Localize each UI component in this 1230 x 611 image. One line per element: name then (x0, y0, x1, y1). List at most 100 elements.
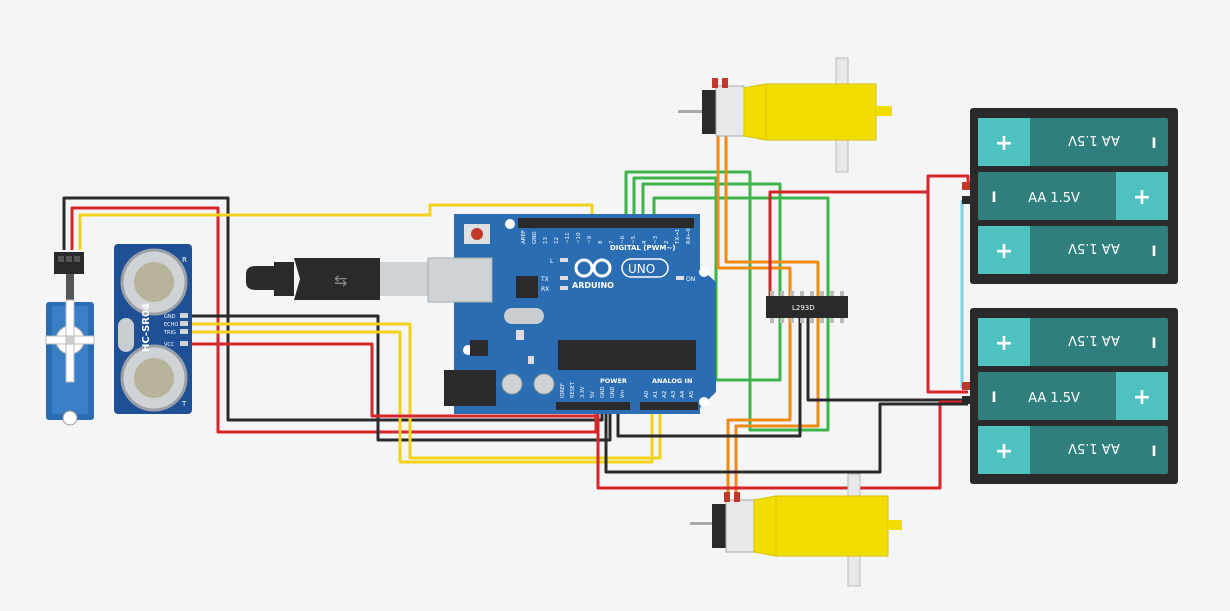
driver-pin[interactable] (790, 291, 794, 296)
digital-pin-label: RX←0 (686, 228, 692, 244)
dc-motor-top[interactable] (678, 57, 892, 173)
us-pin-trig: TRIG (163, 330, 176, 336)
wire-servo-yellow[interactable] (78, 203, 594, 250)
battery-terminal[interactable] (962, 396, 970, 404)
wire-bat-black[interactable] (806, 318, 968, 402)
wire-servo-black[interactable] (62, 196, 604, 422)
us-mark-r: R (182, 256, 187, 264)
driver-pin[interactable] (810, 291, 814, 296)
arduino-brand: ARDUINO (572, 281, 614, 290)
driver-pin[interactable] (800, 291, 804, 296)
driver-pin[interactable] (840, 318, 844, 323)
led-tx: TX (540, 276, 549, 283)
digital-pin-label: GND (532, 231, 538, 244)
driver-pin[interactable] (810, 318, 814, 323)
battery-terminal[interactable] (962, 182, 970, 190)
wire-green-1[interactable] (624, 170, 830, 432)
driver-pin[interactable] (770, 291, 774, 296)
wire-motor2-b[interactable] (734, 318, 820, 498)
driver-pin[interactable] (820, 318, 824, 323)
power-pin-label: GND (600, 386, 606, 398)
battery-terminal[interactable] (962, 196, 970, 204)
driver-pin[interactable] (780, 291, 784, 296)
us-pin-echo: ECHO (164, 322, 178, 328)
battery-label: AA 1.5V (1028, 191, 1080, 206)
analog-label: ANALOG IN (652, 377, 692, 385)
analog-pin-label: A0 (644, 390, 650, 398)
wire-us-gnd[interactable] (192, 314, 612, 442)
battery-label: AA 1.5V (1068, 440, 1120, 455)
digital-header[interactable] (518, 218, 694, 228)
driver-pin[interactable] (830, 291, 834, 296)
servo-motor[interactable] (45, 252, 95, 426)
driver-chip (766, 296, 848, 318)
digital-pin-label: 13 (543, 237, 549, 244)
arduino-model: UNO (628, 262, 655, 276)
power-pin-label: Vin (620, 390, 626, 398)
wire-motor2-a[interactable] (726, 318, 792, 498)
battery-label: AA 1.5V (1068, 132, 1120, 147)
power-jack[interactable] (444, 370, 496, 406)
servo-connector[interactable] (54, 252, 84, 274)
driver-pin[interactable] (780, 318, 784, 323)
wire-green-4[interactable] (652, 196, 830, 300)
wire-us-trig[interactable] (192, 330, 654, 464)
usb-icon: ⇆ (334, 271, 347, 290)
usb-port[interactable] (427, 257, 493, 303)
analog-header[interactable] (640, 402, 698, 410)
battery-minus: I (1151, 444, 1156, 460)
battery-label: AA 1.5V (1028, 391, 1080, 406)
digital-pin-label: ~10 (576, 232, 582, 244)
digital-pin-label: ~9 (587, 235, 593, 244)
reset-button[interactable] (471, 228, 483, 240)
l293d-driver[interactable]: L293D (766, 291, 848, 323)
wire-green-2[interactable] (632, 176, 782, 382)
driver-pin[interactable] (790, 318, 794, 323)
wire-servo-red[interactable] (70, 206, 598, 434)
battery-minus: I (1151, 336, 1156, 352)
wire-driver-vin[interactable] (768, 174, 970, 300)
power-header[interactable] (556, 402, 630, 410)
wires (62, 135, 970, 498)
digital-pin-label: TX→1 (675, 229, 681, 245)
driver-pin[interactable] (820, 291, 824, 296)
driver-pin[interactable] (800, 318, 804, 323)
dc-motor-bottom[interactable] (690, 473, 902, 587)
wire-us-echo[interactable] (192, 322, 662, 460)
us-pin-vcc: VCC (164, 342, 175, 348)
driver-pin[interactable] (770, 318, 774, 323)
wire-motor1-a[interactable] (716, 135, 792, 300)
wire-bat2-black[interactable] (604, 402, 968, 474)
us-pin-gnd: GND (164, 314, 176, 320)
wire-bat2-red[interactable] (596, 400, 968, 490)
power-pin-label: 3.3V (580, 386, 586, 398)
usb-cable[interactable]: ⇆ (246, 258, 428, 300)
power-pin-label: IOREF (560, 383, 566, 398)
digital-label: DIGITAL (PWM~) (610, 244, 675, 252)
battery-minus: I (991, 190, 996, 206)
us-pins: GND ECHO TRIG VCC (163, 313, 188, 348)
battery-minus: I (991, 390, 996, 406)
battery-terminal[interactable] (962, 382, 970, 390)
digital-pin-label: ~11 (565, 232, 571, 244)
ultrasonic-sensor[interactable]: HC-SR04 R T GND ECHO TRIG VCC (114, 244, 192, 414)
wire-motor1-b[interactable] (724, 135, 820, 300)
driver-pin[interactable] (830, 318, 834, 323)
driver-pin[interactable] (840, 291, 844, 296)
wire-bat-red[interactable] (926, 190, 968, 394)
wire-green-3[interactable] (641, 182, 782, 300)
battery-label: AA 1.5V (1068, 332, 1120, 347)
wire-driver-gnd[interactable] (616, 318, 802, 438)
analog-pin-label: A3 (671, 390, 677, 398)
